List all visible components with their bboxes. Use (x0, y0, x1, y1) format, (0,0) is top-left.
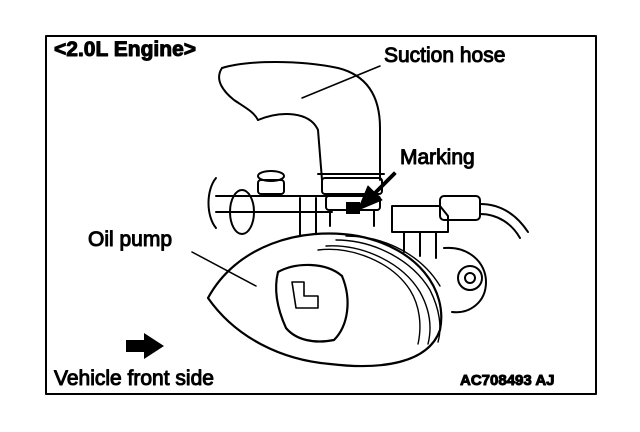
title-label: <2.0L Engine> (54, 38, 196, 61)
sensor-connector (391, 195, 529, 259)
suction-hose-leader (301, 65, 381, 99)
suction-hose (218, 61, 385, 181)
suction-hose-label: Suction hose (384, 44, 505, 67)
figure-frame (45, 35, 597, 395)
oil-pump-leader (191, 251, 257, 287)
vehicle-front-arrow-icon (126, 333, 164, 359)
figure-code: AC708493 AJ (460, 372, 555, 389)
oil-pump-label: Oil pump (88, 228, 172, 251)
marking-square (346, 202, 360, 214)
marking-arrow (357, 171, 397, 211)
marking-label: Marking (400, 146, 475, 169)
pulley-boss (443, 246, 487, 314)
vehicle-front-label: Vehicle front side (54, 367, 214, 390)
oil-pump-body (206, 232, 443, 368)
